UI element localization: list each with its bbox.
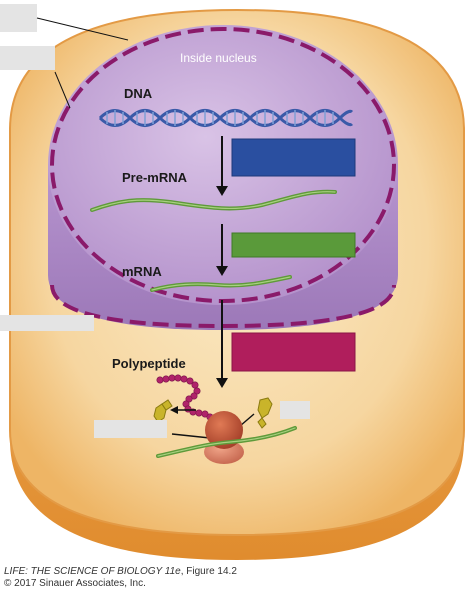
dna-label: DNA bbox=[124, 86, 153, 101]
polypeptide-chain bbox=[156, 374, 217, 426]
figure-number: , Figure 14.2 bbox=[180, 566, 237, 577]
trna-right bbox=[257, 397, 273, 419]
rna-processing-label-box[interactable] bbox=[231, 232, 356, 258]
mrna-label: mRNA bbox=[122, 264, 162, 279]
transcription-label-box[interactable] bbox=[231, 138, 356, 177]
leader-lines bbox=[36, 17, 129, 109]
blank-label-nucleus[interactable] bbox=[0, 46, 55, 70]
blank-labels bbox=[0, 4, 310, 438]
translation-label-box[interactable] bbox=[231, 332, 356, 372]
blank-label-ribosome[interactable] bbox=[94, 420, 167, 438]
blank-label-nuclear-envelope[interactable] bbox=[0, 4, 37, 32]
figure-source: LIFE: THE SCIENCE OF BIOLOGY 11e bbox=[4, 566, 181, 577]
pre-mrna-label: Pre-mRNA bbox=[122, 170, 188, 185]
polypeptide-label: Polypeptide bbox=[112, 356, 186, 371]
ribosome bbox=[204, 411, 244, 464]
dna-helix bbox=[98, 109, 354, 127]
process-arrows bbox=[216, 136, 228, 388]
blank-label-nuclear-membrane[interactable] bbox=[0, 315, 94, 331]
blank-label-trna[interactable] bbox=[280, 401, 310, 419]
figure-caption-title: LIFE: THE SCIENCE OF BIOLOGY 11e, Figure… bbox=[4, 566, 237, 578]
nucleus-label: Inside nucleus bbox=[180, 51, 257, 65]
trna-molecules bbox=[153, 397, 273, 429]
figure-copyright: © 2017 Sinauer Associates, Inc. bbox=[4, 578, 146, 589]
ribosome-large-subunit bbox=[205, 411, 243, 449]
